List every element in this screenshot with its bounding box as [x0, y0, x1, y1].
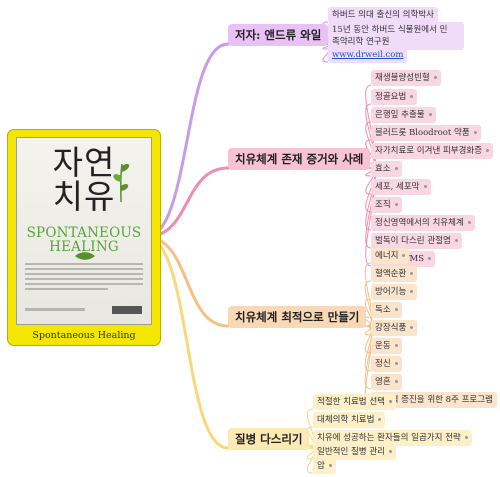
leaf-disease-2[interactable]: 치유에 성공하는 환자들의 일곱가지 전략: [313, 430, 472, 446]
book-cover-image: 자연 치유 SPONTANEOUS HEALING: [16, 137, 152, 325]
connector-leaf-optimize-2: [364, 298, 373, 327]
branch-author[interactable]: 저자: 앤드류 와일: [228, 24, 329, 46]
cover-subtitle: SPONTANEOUS HEALING: [26, 225, 142, 255]
leaf-evidence-4[interactable]: 자가치료로 이겨낸 피부경화증: [371, 143, 494, 159]
leaf-evidence-7[interactable]: 조직: [371, 197, 402, 213]
cover-author-line: [25, 308, 85, 311]
leaf-optimize-4[interactable]: 강장식품: [371, 320, 418, 336]
cover-text-block: [25, 263, 143, 293]
cover-title: 자연 치유: [52, 143, 116, 216]
leaf-icon: [113, 163, 130, 202]
connector-leaf-optimize-0: [364, 262, 373, 327]
connector-leaf-disease-1: [306, 426, 316, 449]
leaf-optimize-5[interactable]: 운동: [371, 338, 402, 354]
leaf-disease-4[interactable]: 암: [313, 458, 336, 474]
leaf-optimize-8[interactable]: 치유력 증진을 위한 8주 프로그램: [371, 392, 497, 408]
leaf-optimize-2[interactable]: 방어기능: [371, 284, 418, 300]
leaf-evidence-2[interactable]: 은행잎 추출물: [371, 107, 436, 123]
branch-managing-disease[interactable]: 질병 다스리기: [228, 428, 310, 450]
leaf-evidence-8[interactable]: 정신영역에서의 치유체계: [371, 215, 475, 231]
leaf-author-0[interactable]: 하버드 의대 출신의 의학박사: [328, 7, 438, 23]
leaf-evidence-5[interactable]: 효소: [371, 161, 402, 177]
leaf-optimize-1[interactable]: 혈액순환: [371, 266, 418, 282]
leaf-evidence-0[interactable]: 재생불량성빈혈: [371, 70, 441, 86]
leaf-author-2[interactable]: www.drweil.com: [328, 47, 408, 63]
leaf-disease-1[interactable]: 대체의학 치료법: [313, 412, 386, 428]
leaf-optimize-6[interactable]: 정신: [371, 356, 402, 372]
book-caption: Spontaneous Healing: [32, 330, 136, 341]
leaf-evidence-6[interactable]: 세포, 세포막: [371, 179, 431, 195]
leaf-evidence-9[interactable]: 벌독이 다스린 관절염: [371, 233, 462, 249]
central-book-node[interactable]: 자연 치유 SPONTANEOUS HEALING Spontaneous He…: [7, 129, 161, 346]
cover-leaf-ornament-icon: [75, 252, 95, 260]
leaf-optimize-7[interactable]: 영혼: [371, 374, 402, 390]
branch-healing-evidence[interactable]: 치유체계 존재 증거와 사례: [228, 148, 371, 170]
leaf-disease-3[interactable]: 일반적인 질병 관리: [313, 444, 396, 460]
leaf-optimize-0[interactable]: 에너지: [371, 248, 410, 264]
leaf-optimize-3[interactable]: 독소: [371, 302, 402, 318]
leaf-disease-0[interactable]: 적절한 치료법 선택: [313, 394, 396, 410]
branch-optimize-healing[interactable]: 치유체계 최적으로 만들기: [228, 306, 367, 328]
publisher-logo: [112, 306, 142, 314]
leaf-evidence-3[interactable]: 블러드롯 Bloodroot 약품: [371, 125, 481, 141]
connector-leaf-disease-4: [306, 447, 316, 474]
leaf-evidence-1[interactable]: 정골요법: [371, 89, 418, 105]
